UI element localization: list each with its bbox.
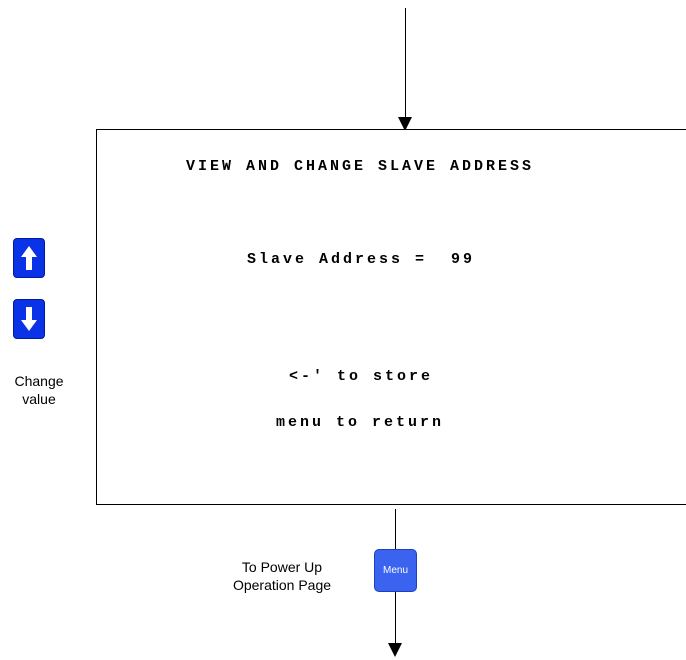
lcd-screen: VIEW AND CHANGE SLAVE ADDRESS Slave Addr…: [96, 129, 686, 505]
caption-line1: To Power Up: [241, 559, 323, 575]
down-arrow-button[interactable]: [13, 299, 45, 339]
change-value-label: Change value: [0, 372, 78, 408]
incoming-arrow-icon: [398, 117, 412, 131]
store-instruction: <-' to store: [289, 368, 434, 385]
return-instruction: menu to return: [276, 414, 445, 431]
change-value-line1: Change: [14, 373, 64, 389]
outgoing-connector-line-lower: [395, 592, 396, 644]
menu-button[interactable]: Menu: [374, 549, 417, 592]
arrow-up-icon: [21, 246, 37, 270]
outgoing-arrow-icon: [388, 643, 402, 657]
incoming-connector-line: [405, 8, 406, 118]
outgoing-connector-line-upper: [395, 509, 396, 549]
power-up-caption: To Power Up Operation Page: [212, 558, 352, 594]
caption-line2: Operation Page: [232, 577, 332, 593]
change-value-line2: value: [22, 391, 56, 407]
arrow-down-icon: [21, 307, 37, 331]
screen-title: VIEW AND CHANGE SLAVE ADDRESS: [186, 158, 535, 175]
up-arrow-button[interactable]: [13, 238, 45, 278]
slave-address-readout: Slave Address = 99: [247, 251, 476, 268]
